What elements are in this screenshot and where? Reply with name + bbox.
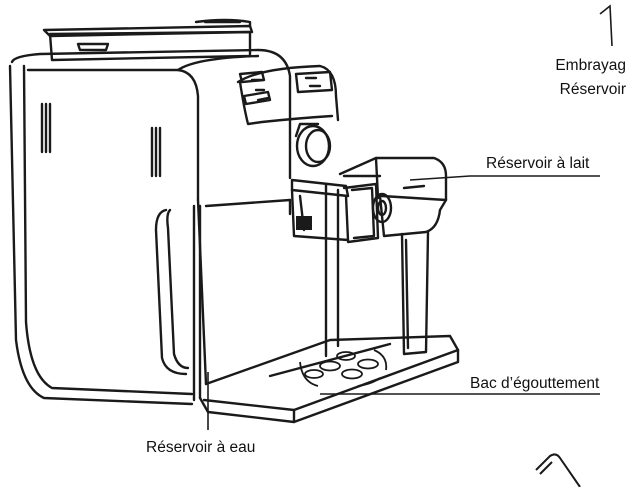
display-screen — [296, 216, 312, 230]
coffee-spout — [290, 178, 380, 358]
machine-body — [8, 48, 292, 406]
label-reservoir-cut: Réservoir — [560, 81, 626, 98]
label-embrayage: Embrayag — [555, 57, 626, 74]
drip-tray — [198, 334, 460, 424]
label-water-tank: Réservoir à eau — [146, 439, 255, 456]
milk-tank — [338, 156, 448, 356]
accessory-partial — [535, 453, 581, 487]
water-tank — [154, 204, 202, 402]
control-panel — [236, 64, 340, 126]
leader-milk-tank — [409, 175, 600, 181]
knob — [294, 122, 332, 168]
label-milk-tank: Réservoir à lait — [486, 155, 590, 172]
label-drip-tray: Bac d’égouttement — [470, 375, 600, 392]
leader-embrayage — [599, 4, 613, 47]
drip-tray-grid — [299, 349, 388, 387]
